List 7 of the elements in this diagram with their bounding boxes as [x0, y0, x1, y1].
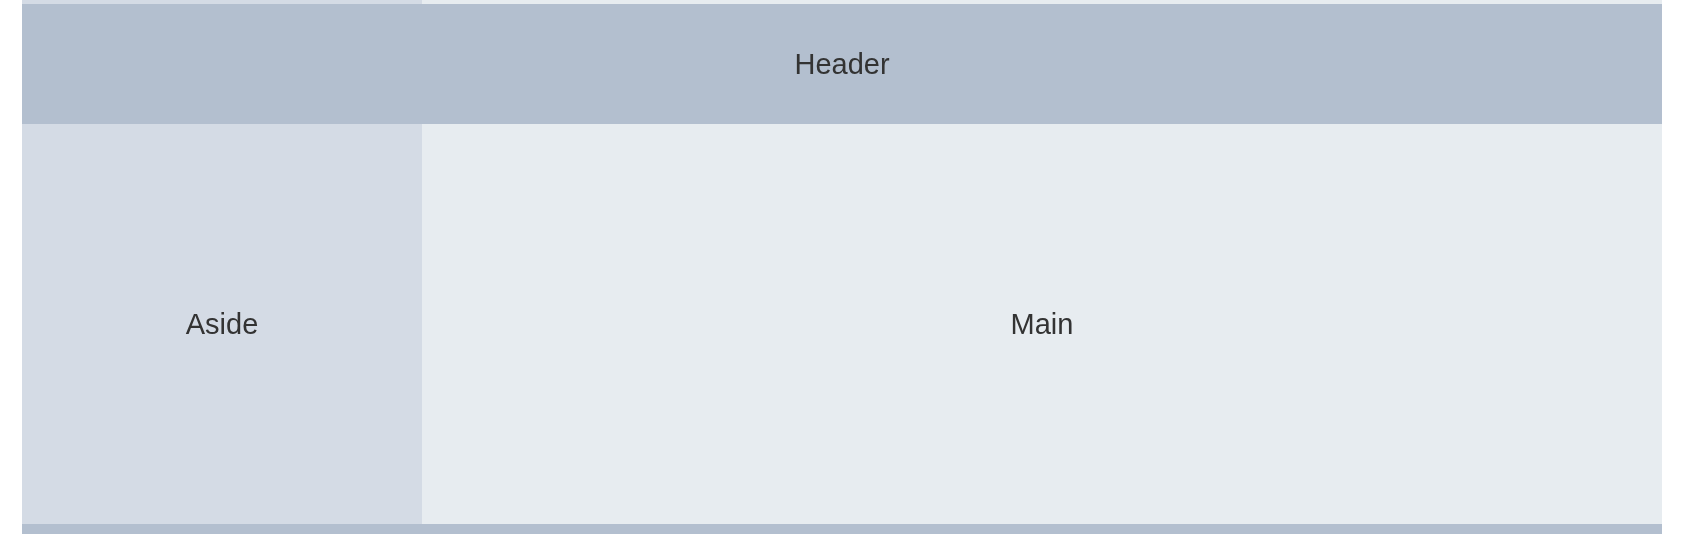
section-label: Aside: [185, 307, 259, 341]
section-label: Header: [794, 47, 890, 81]
header-band: [22, 4, 1662, 124]
footer-band: [22, 524, 1662, 534]
aside-panel: [22, 124, 422, 524]
main-panel: [422, 124, 1662, 524]
section-label: Main: [1010, 307, 1074, 341]
